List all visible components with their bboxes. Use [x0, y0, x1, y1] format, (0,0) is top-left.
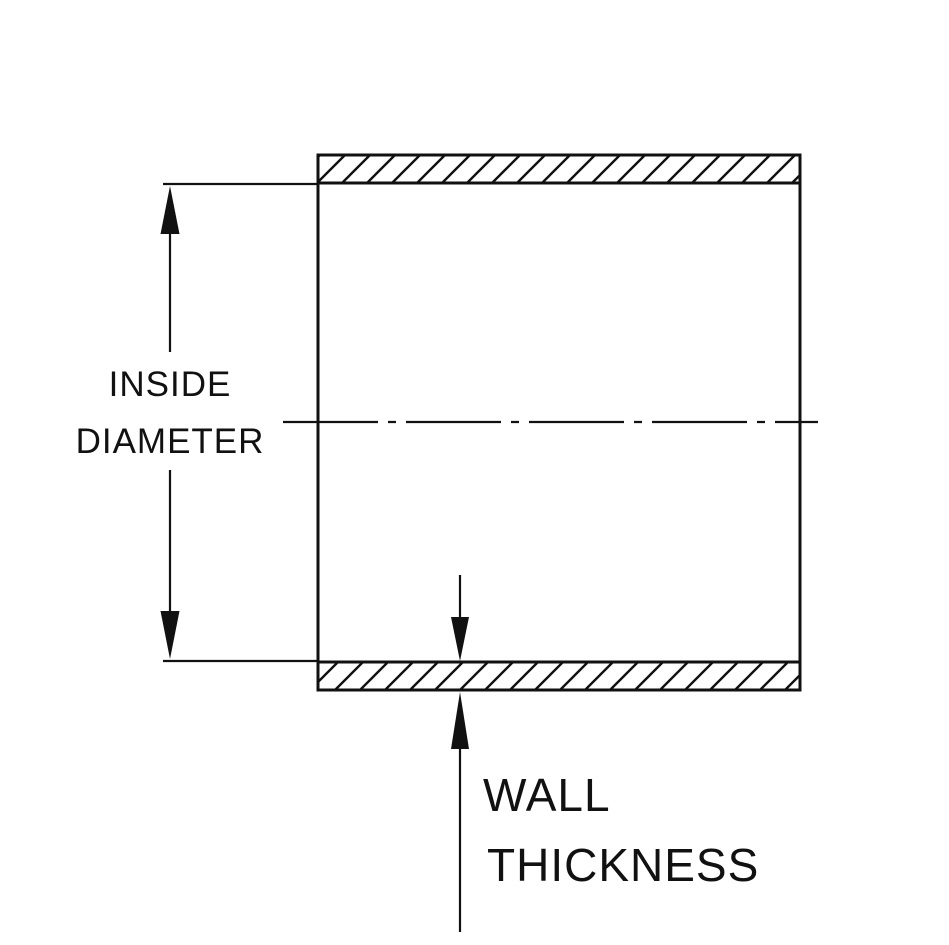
wall-thickness-dimension: WALL THICKNESS [451, 575, 759, 932]
dimension-arrow-down-icon [160, 611, 180, 659]
dimension-arrow-down-icon [451, 617, 469, 661]
inside-diameter-label-line-2: DIAMETER [76, 422, 265, 461]
inside-diameter-label-line-1: INSIDE [109, 365, 232, 404]
wall-thickness-label-line-2: THICKNESS [487, 839, 759, 891]
dimension-arrow-up-icon [160, 186, 180, 234]
inside-diameter-dimension: INSIDE DIAMETER [76, 182, 318, 663]
wall-thickness-label-line-1: WALL [483, 769, 611, 821]
top-wall-hatch [318, 155, 800, 183]
dimension-arrow-up-icon [451, 692, 469, 749]
bottom-wall-hatch [318, 662, 800, 690]
